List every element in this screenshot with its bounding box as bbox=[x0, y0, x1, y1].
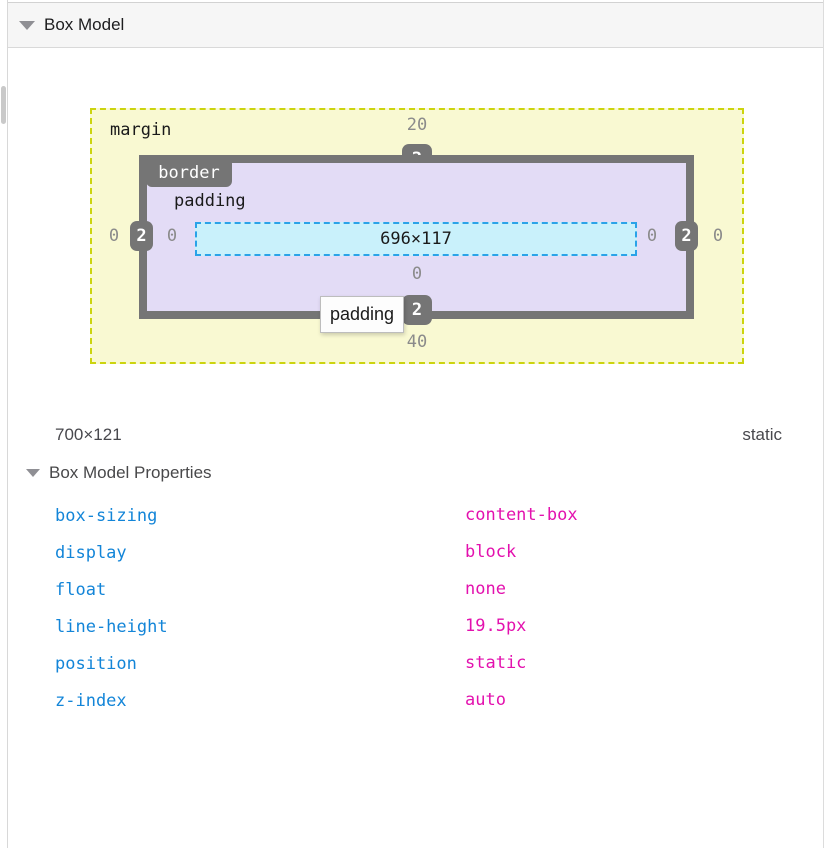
margin-bottom-value: 40 bbox=[406, 332, 428, 352]
element-dimensions: 700×121 bbox=[55, 425, 122, 444]
disclosure-triangle-icon[interactable] bbox=[26, 469, 40, 477]
property-row[interactable]: box-sizing content-box bbox=[55, 497, 795, 534]
section-title: Box Model bbox=[44, 15, 125, 34]
margin-top-value: 20 bbox=[406, 115, 428, 135]
padding-right-value: 0 bbox=[646, 226, 658, 246]
property-name: float bbox=[55, 580, 107, 600]
property-row[interactable]: z-index auto bbox=[55, 682, 795, 719]
property-value: static bbox=[465, 653, 527, 673]
property-value: none bbox=[465, 579, 506, 599]
panel-left-divider bbox=[7, 0, 8, 848]
property-name: z-index bbox=[55, 691, 127, 711]
property-row[interactable]: display block bbox=[55, 534, 795, 571]
panel-right-divider bbox=[823, 0, 824, 848]
content-size: 696×117 bbox=[380, 229, 452, 249]
content-region[interactable]: 696×117 bbox=[195, 222, 637, 256]
box-model-section-header[interactable]: Box Model bbox=[8, 2, 823, 48]
scrollbar-thumb[interactable] bbox=[1, 86, 6, 124]
border-bottom-value: 2 bbox=[402, 295, 432, 325]
border-label: border bbox=[146, 158, 232, 187]
box-model-diagram: margin 20 2 0 border padding 0 2 0 696×1… bbox=[90, 108, 744, 364]
property-row[interactable]: float none bbox=[55, 571, 795, 608]
padding-left-value: 0 bbox=[166, 226, 178, 246]
margin-left-value: 0 bbox=[108, 226, 120, 246]
property-value: auto bbox=[465, 690, 506, 710]
margin-label: margin bbox=[110, 120, 172, 140]
padding-label: padding bbox=[174, 191, 246, 211]
disclosure-triangle-icon[interactable] bbox=[19, 20, 35, 30]
border-right-value: 2 bbox=[675, 221, 698, 251]
border-left-value: 2 bbox=[130, 221, 153, 251]
property-value: 19.5px bbox=[465, 616, 527, 636]
property-name: line-height bbox=[55, 617, 168, 637]
box-model-properties-header[interactable]: Box Model Properties bbox=[26, 463, 212, 483]
property-name: display bbox=[55, 543, 127, 563]
property-row[interactable]: position static bbox=[55, 645, 795, 682]
padding-bottom-value: 0 bbox=[411, 264, 423, 284]
property-row[interactable]: line-height 19.5px bbox=[55, 608, 795, 645]
padding-tooltip: padding bbox=[320, 296, 405, 333]
margin-right-value: 0 bbox=[712, 226, 724, 246]
element-position: static bbox=[742, 425, 782, 444]
padding-tooltip-label: padding bbox=[330, 304, 395, 324]
properties-list: box-sizing content-box display block flo… bbox=[55, 497, 795, 719]
property-name: position bbox=[55, 654, 137, 674]
property-value: block bbox=[465, 542, 517, 562]
properties-section-title: Box Model Properties bbox=[49, 463, 212, 482]
property-value: content-box bbox=[465, 505, 578, 525]
property-name: box-sizing bbox=[55, 506, 158, 526]
